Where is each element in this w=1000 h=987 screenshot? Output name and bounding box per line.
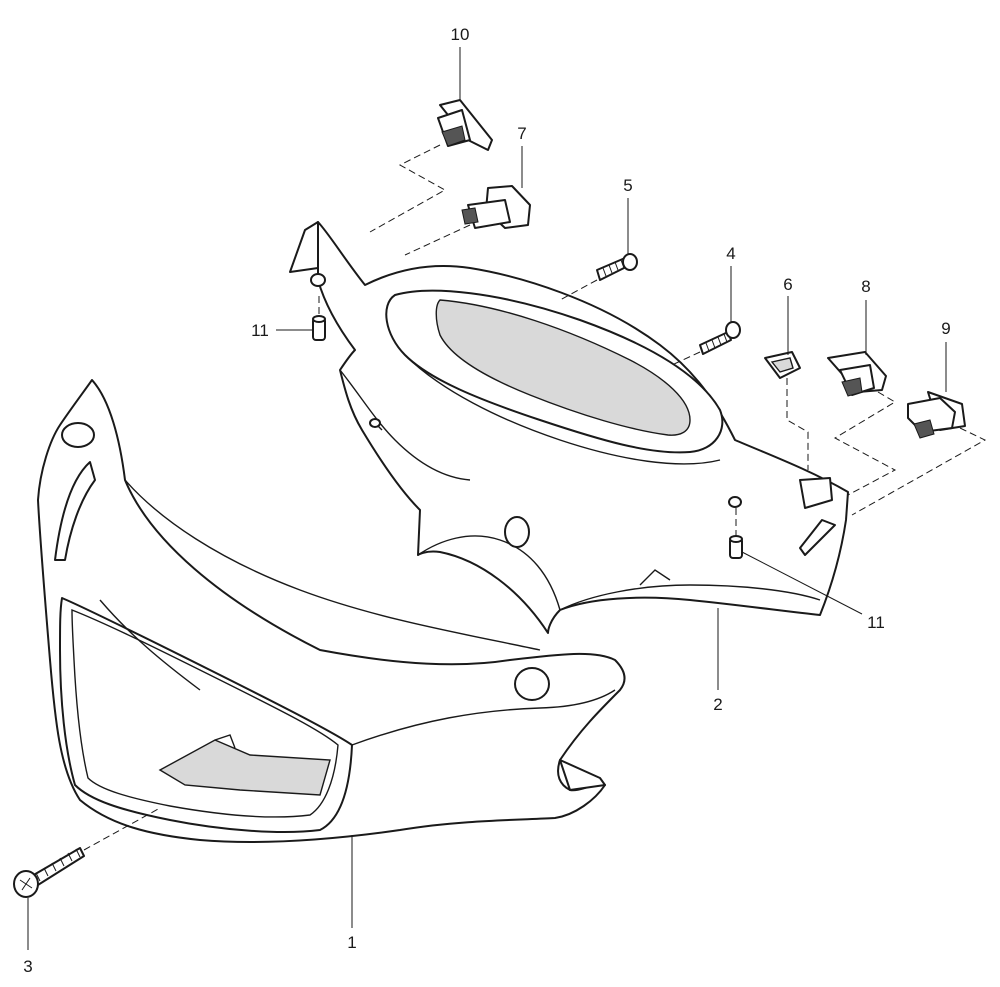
callout-5: 5	[623, 176, 632, 195]
callout-3: 3	[23, 957, 32, 976]
part-10-switch[interactable]	[437, 99, 493, 151]
callout-2: 2	[713, 695, 722, 714]
part-9-switch[interactable]	[907, 391, 966, 439]
part-4-screw[interactable]	[699, 321, 741, 355]
callout-8: 8	[861, 277, 870, 296]
leader-lines	[27, 47, 947, 950]
meter-opening	[385, 289, 724, 465]
part-11-collar-right[interactable]	[729, 535, 743, 559]
callout-1: 1	[347, 933, 356, 952]
callout-6: 6	[783, 275, 792, 294]
part-5-screw[interactable]	[596, 253, 638, 281]
callout-labels: 10 7 5 4 6 8 9 11 11 2 1 3	[23, 25, 950, 976]
part-6-clip[interactable]	[764, 351, 801, 379]
callout-9: 9	[941, 319, 950, 338]
callout-10: 10	[451, 25, 470, 44]
part-3-screw[interactable]	[13, 847, 85, 898]
front-handlebar-cover[interactable]	[37, 379, 626, 843]
callout-11-right: 11	[867, 613, 885, 632]
part-11-collar-left[interactable]	[312, 315, 326, 341]
part-7-switch[interactable]	[461, 185, 531, 229]
callout-11-left: 11	[251, 321, 269, 340]
assembly-lines	[83, 144, 987, 851]
callout-4: 4	[726, 244, 735, 263]
callout-7: 7	[517, 124, 526, 143]
part-8-switch[interactable]	[827, 351, 887, 397]
